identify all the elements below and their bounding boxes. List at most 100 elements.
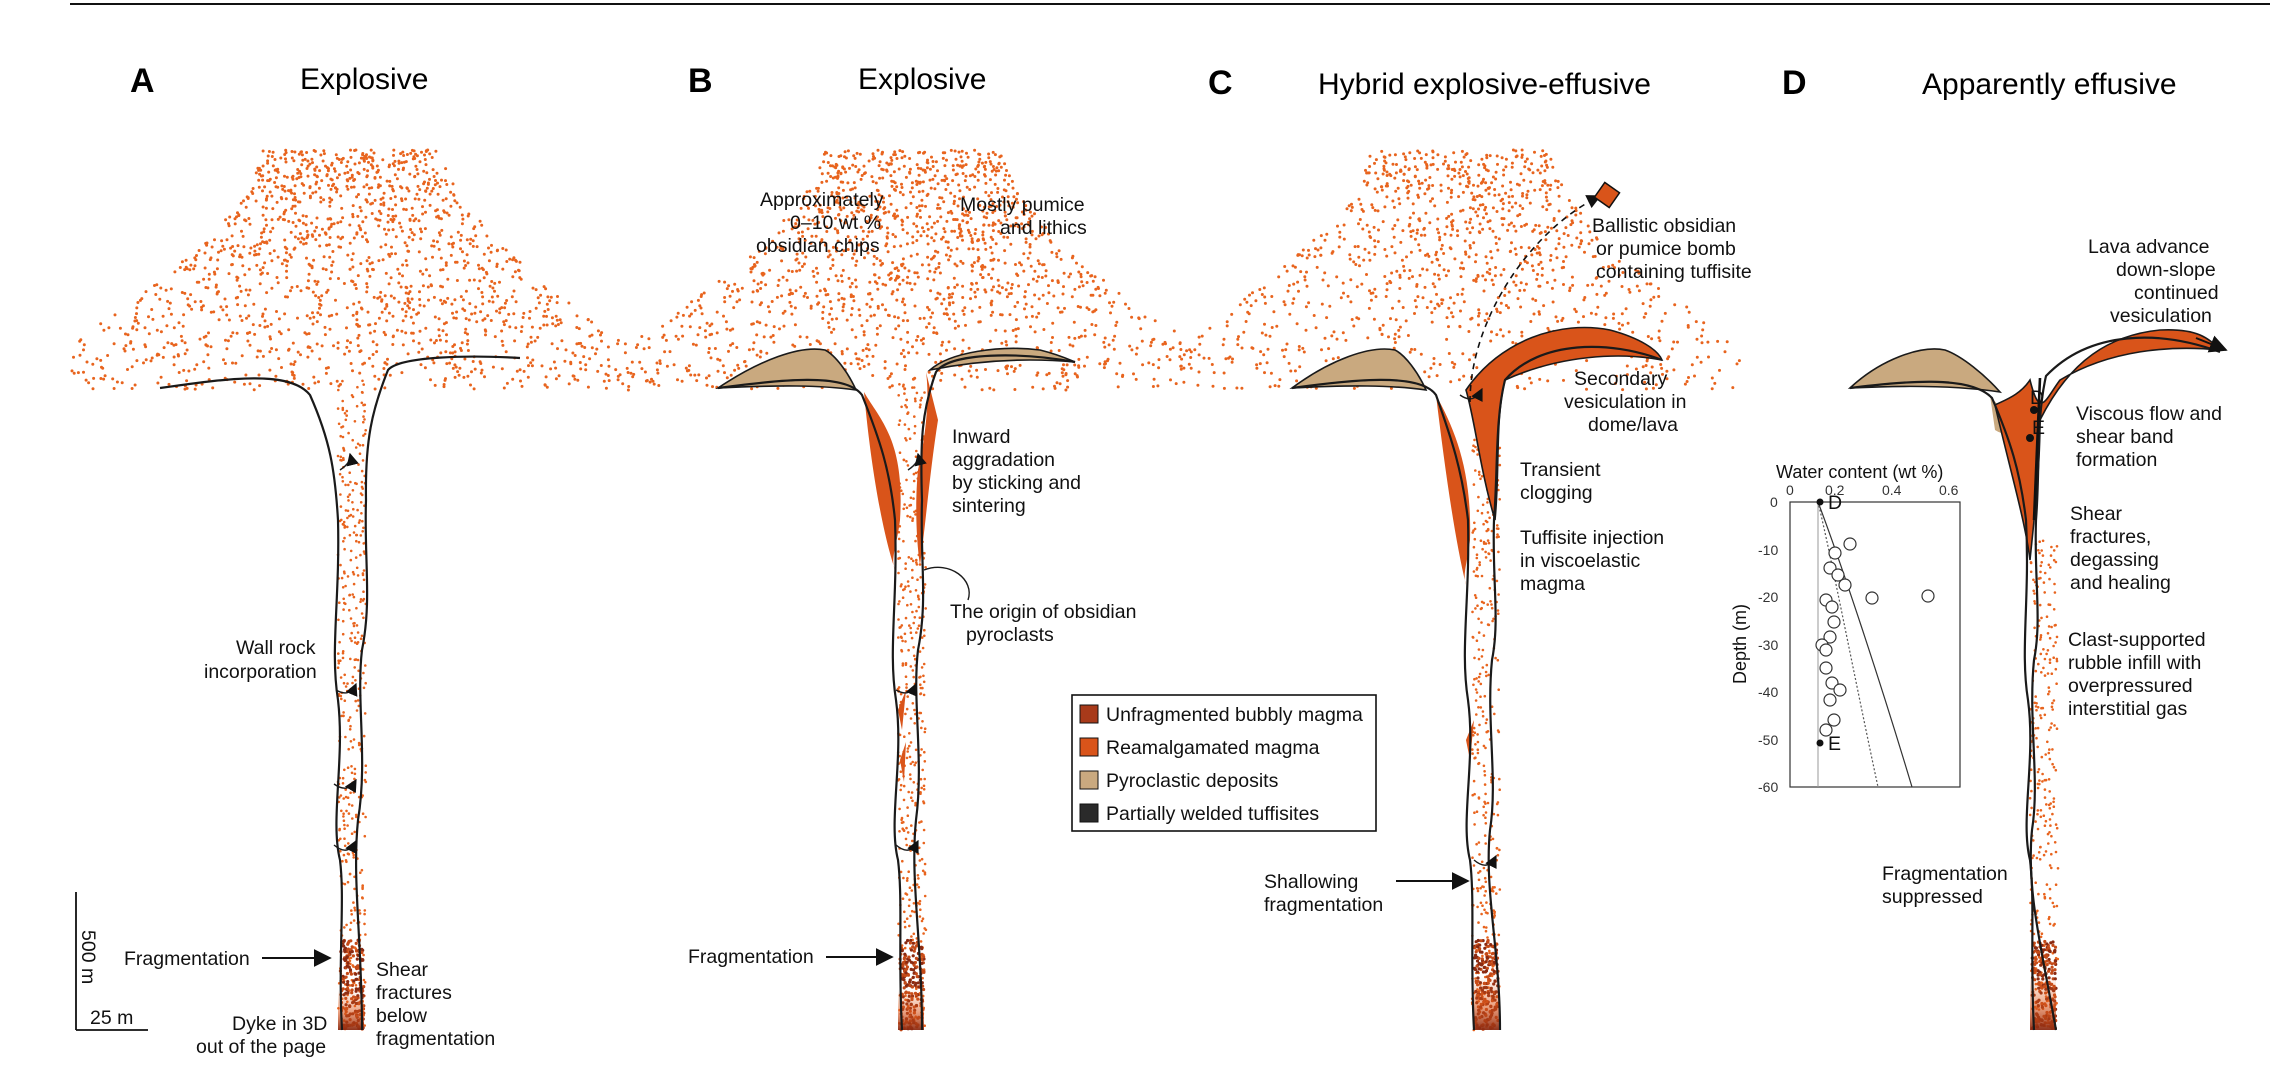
particle (508, 257, 512, 261)
particle (358, 444, 362, 447)
particle (307, 387, 311, 390)
particle (488, 284, 492, 288)
particle (470, 312, 474, 316)
particle (1168, 358, 1172, 362)
particle (343, 673, 347, 677)
particle (284, 151, 288, 155)
particle (655, 361, 659, 365)
particle (1514, 274, 1518, 278)
particle (1528, 201, 1532, 205)
particle (362, 734, 366, 738)
particle (1270, 295, 1274, 298)
particle (360, 493, 364, 497)
particle (883, 366, 887, 370)
particle (907, 904, 911, 908)
particle (1061, 374, 1065, 378)
particle (1451, 315, 1455, 319)
particle (897, 602, 900, 606)
particle (293, 196, 297, 199)
particle (749, 267, 753, 271)
particle (723, 300, 727, 304)
particle (921, 342, 925, 346)
particle (531, 358, 535, 362)
particle (921, 646, 925, 650)
particle (1521, 194, 1524, 198)
particle (343, 882, 347, 886)
particle (99, 377, 103, 380)
particle (284, 148, 288, 152)
particle (246, 339, 250, 343)
particle (1336, 356, 1340, 360)
particle (330, 198, 334, 202)
particle (1574, 213, 1578, 217)
particle (522, 311, 526, 315)
particle (352, 853, 356, 857)
particle (351, 215, 355, 219)
particle (1625, 373, 1629, 377)
particle (885, 161, 889, 165)
particle (1016, 327, 1020, 331)
particle (525, 345, 529, 349)
particle (888, 194, 891, 198)
particle (438, 185, 442, 189)
particle (339, 493, 342, 496)
particle (464, 264, 468, 267)
particle (756, 282, 760, 286)
particle (892, 170, 896, 174)
particle (225, 313, 229, 317)
particle (1562, 245, 1566, 249)
particle (351, 265, 355, 269)
particle (1516, 386, 1520, 390)
particle (265, 223, 268, 227)
particle (1362, 179, 1366, 183)
particle (355, 624, 359, 627)
particle (910, 288, 914, 292)
particle (401, 343, 405, 347)
particle (493, 281, 497, 285)
particle (319, 196, 323, 200)
particle (378, 175, 382, 179)
particle (1502, 173, 1506, 177)
particle (1077, 285, 1081, 289)
particle (929, 289, 933, 293)
particle (382, 201, 386, 205)
particle (355, 709, 359, 712)
particle (241, 234, 245, 238)
particle (350, 185, 353, 189)
particle (1342, 291, 1345, 295)
particle (342, 815, 345, 818)
particle (339, 220, 343, 224)
particle (205, 241, 209, 245)
particle (529, 340, 533, 344)
particle (850, 328, 854, 332)
particle (290, 285, 294, 289)
particle (363, 712, 367, 715)
particle (372, 151, 376, 155)
particle (298, 169, 302, 173)
particle (941, 156, 945, 160)
particle (1446, 174, 1450, 178)
particle (994, 328, 998, 332)
particle (909, 496, 913, 500)
particle (410, 231, 414, 235)
particle (1016, 225, 1020, 229)
particle (1542, 304, 1546, 308)
particle (1723, 350, 1727, 354)
particle (444, 263, 448, 267)
particle (933, 174, 937, 178)
particle (1550, 286, 1554, 290)
particle (447, 242, 451, 246)
particle (1546, 379, 1550, 383)
particle (201, 304, 205, 308)
particle (350, 631, 354, 635)
particle (1374, 158, 1378, 162)
particle (1562, 378, 1565, 382)
particle (441, 285, 444, 289)
particle (454, 260, 457, 264)
particle (342, 714, 345, 718)
particle (1484, 181, 1488, 185)
particle (1002, 188, 1006, 192)
particle (1450, 311, 1453, 315)
particle (342, 681, 346, 685)
particle (293, 192, 296, 196)
